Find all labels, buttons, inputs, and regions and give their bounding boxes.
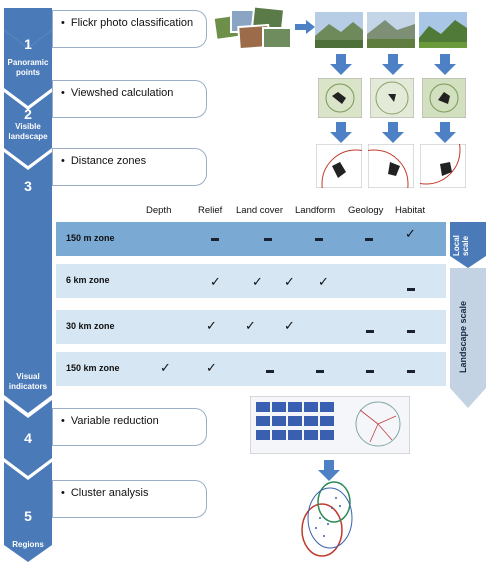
check-icon: ✓ — [252, 274, 263, 289]
task-label-distance: Distance zones — [70, 155, 147, 167]
zone-label: 30 km zone — [66, 321, 115, 331]
viewshed-map-2 — [370, 78, 414, 118]
task-label-reduction: Variable reduction — [70, 415, 159, 427]
step-1-label: Panoramic points — [7, 58, 49, 77]
header-depth: Depth — [146, 205, 172, 216]
dash-mark — [365, 238, 373, 241]
zone-label: 6 km zone — [66, 275, 110, 285]
bullet-icon: • — [61, 487, 65, 499]
check-icon: ✓ — [405, 226, 416, 241]
check-icon: ✓ — [318, 274, 329, 289]
dash-mark — [366, 370, 374, 373]
step-5-number: 5 — [24, 508, 32, 524]
distance-zone-map-1 — [316, 144, 362, 188]
check-icon: ✓ — [245, 318, 256, 333]
task-label-viewshed: Viewshed calculation — [70, 87, 174, 99]
arrow-down-icons-row-2 — [330, 122, 456, 143]
check-icon: ✓ — [210, 274, 221, 289]
local-scale-arrow — [450, 222, 486, 268]
zone-label: 150 km zone — [66, 363, 120, 373]
check-icon: ✓ — [206, 318, 217, 333]
check-icon: ✓ — [284, 274, 295, 289]
task-box-distance: • Distance zones — [52, 148, 207, 186]
check-icon: ✓ — [284, 318, 295, 333]
step-3-number: 3 — [24, 178, 32, 194]
task-label-cluster: Cluster analysis — [70, 487, 149, 499]
header-geology: Geology — [348, 205, 384, 216]
local-scale-label: Local scale — [452, 235, 470, 257]
header-habitat: Habitat — [395, 205, 426, 216]
distance-zone-map-3 — [420, 144, 466, 188]
zone-row-30km: 30 km zone — [56, 310, 446, 344]
landscape-photo-1 — [315, 12, 363, 48]
zone-row-6km: 6 km zone — [56, 264, 446, 298]
dash-mark — [316, 370, 324, 373]
check-icon: ✓ — [206, 360, 217, 375]
cluster-plot-image — [301, 481, 353, 557]
distance-zone-map-2 — [368, 144, 414, 188]
check-icon: ✓ — [160, 360, 171, 375]
arrow-down-icons-row-1 — [330, 54, 456, 75]
task-box-cluster: • Cluster analysis — [52, 480, 207, 518]
step-2-number: 2 — [24, 106, 32, 122]
arrow-right-icon — [295, 20, 315, 34]
dash-mark — [211, 238, 219, 241]
landscape-scale-label: Landscape scale — [458, 300, 468, 374]
dash-mark — [266, 370, 274, 373]
landscape-photo-3 — [419, 12, 467, 48]
dash-mark — [366, 330, 374, 333]
step-visual-indicators-label: Visual indicators — [8, 372, 48, 391]
zone-label: 150 m zone — [66, 233, 115, 243]
step-2-label: Visible landscape — [8, 122, 48, 141]
task-box-flickr: • Flickr photo classification — [52, 10, 207, 48]
dash-mark — [264, 238, 272, 241]
bullet-icon: • — [61, 155, 65, 167]
task-box-reduction: • Variable reduction — [52, 408, 207, 446]
dash-mark — [407, 370, 415, 373]
task-label-flickr: Flickr photo classification — [70, 17, 194, 29]
header-land-cover: Land cover — [236, 205, 284, 216]
step-4-number: 4 — [24, 430, 32, 446]
zone-row-150m: 150 m zone — [56, 222, 446, 256]
task-box-viewshed: • Viewshed calculation — [52, 80, 207, 118]
landscape-photo-2 — [367, 12, 415, 48]
dash-mark — [407, 330, 415, 333]
viewshed-map-1 — [318, 78, 362, 118]
flickr-photo-stack-image — [213, 6, 292, 51]
dash-mark — [315, 238, 323, 241]
bullet-icon: • — [61, 415, 65, 427]
arrow-down-icon — [318, 460, 340, 481]
viewshed-map-3 — [422, 78, 466, 118]
scatter-matrix-image — [250, 396, 410, 454]
step-1-number: 1 — [24, 36, 32, 52]
header-relief: Relief — [198, 205, 223, 216]
header-landform: Landform — [295, 205, 336, 216]
step-5-label: Regions — [12, 540, 44, 549]
dash-mark — [407, 288, 415, 291]
zone-row-150km: 150 km zone — [56, 352, 446, 386]
landscape-scale-arrow — [450, 268, 486, 408]
bullet-icon: • — [61, 87, 65, 99]
bullet-icon: • — [61, 17, 65, 29]
